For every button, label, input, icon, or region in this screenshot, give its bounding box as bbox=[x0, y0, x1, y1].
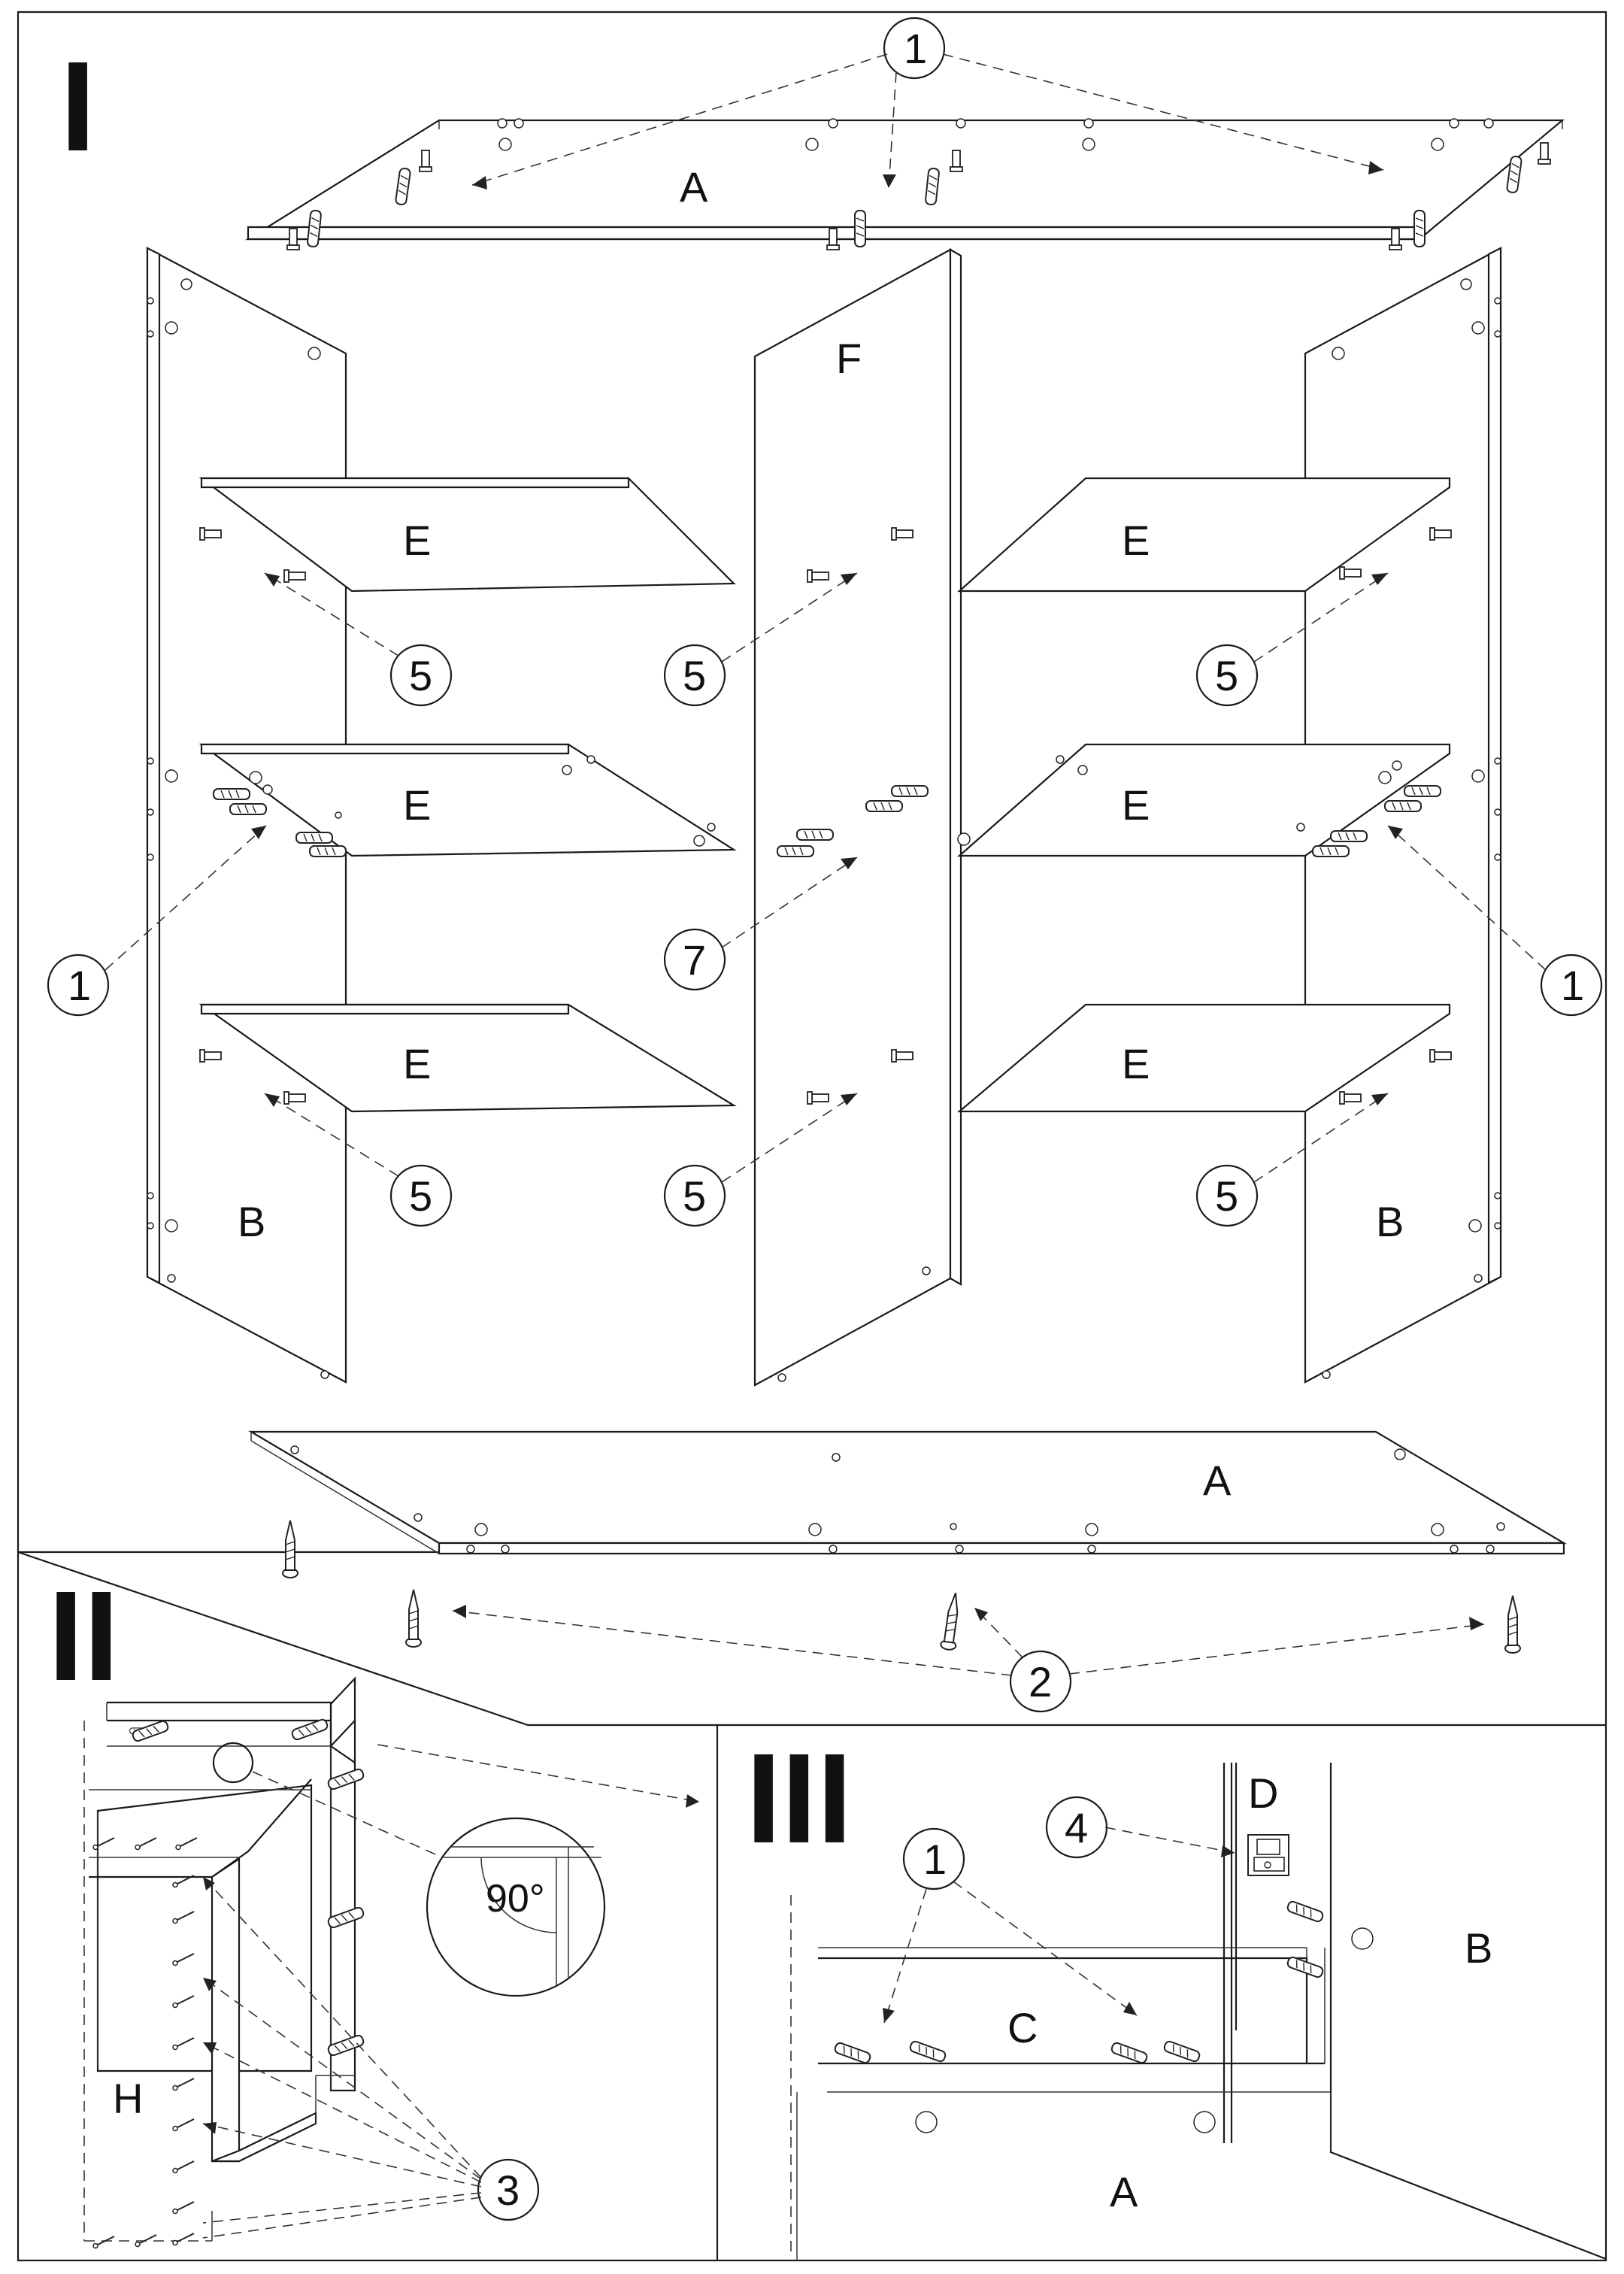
callout-pin-l1[interactable]: 5 bbox=[389, 644, 453, 707]
shelf-label: E bbox=[403, 781, 431, 829]
shelf-label: E bbox=[1122, 1040, 1150, 1087]
arrows-sec3 bbox=[883, 1881, 1138, 2024]
callout-number: 1 bbox=[904, 25, 927, 72]
callout-number: 3 bbox=[496, 2166, 520, 2214]
arrow bbox=[1387, 825, 1547, 971]
arrow bbox=[721, 572, 858, 662]
callout-dowel-sec3[interactable]: 1 bbox=[902, 1827, 965, 1890]
callout-nail[interactable]: 3 bbox=[477, 2158, 540, 2221]
callout-dowel-right[interactable]: 1 bbox=[1540, 954, 1603, 1017]
callout-number: 2 bbox=[1029, 1658, 1052, 1706]
shelf-right-bottom: E bbox=[956, 1003, 1451, 1113]
sec3-bottom-label: A bbox=[1110, 2168, 1138, 2215]
callout-number: 5 bbox=[1215, 652, 1238, 699]
callout-number: 5 bbox=[1215, 1172, 1238, 1220]
callout-hinge[interactable]: 4 bbox=[1045, 1796, 1108, 1859]
arrows-top bbox=[471, 53, 1384, 190]
angle-label: 90° bbox=[486, 1877, 545, 1921]
center-divider: F bbox=[753, 248, 962, 1387]
callout-screw[interactable]: 2 bbox=[1009, 1650, 1072, 1713]
callout-number: 5 bbox=[409, 1172, 432, 1220]
arrow bbox=[105, 825, 267, 971]
shelf-right-mid: E bbox=[957, 743, 1451, 857]
arrow bbox=[252, 1771, 443, 1858]
callout-number: 7 bbox=[683, 936, 706, 984]
shelf-left-bottom: E bbox=[198, 1003, 737, 1113]
right-side-label: B bbox=[1376, 1198, 1404, 1245]
arrow bbox=[1104, 1827, 1235, 1854]
section3-assembly bbox=[790, 1763, 1607, 2260]
callout-number: 4 bbox=[1065, 1804, 1088, 1851]
section-title-1: I bbox=[60, 35, 95, 178]
callout-number: 1 bbox=[1561, 962, 1584, 1009]
rail-dowels bbox=[833, 1900, 1325, 2065]
arrow bbox=[721, 857, 858, 948]
section-title-2: II bbox=[48, 1565, 119, 1708]
shelf-left-mid: E bbox=[198, 743, 737, 857]
callout-dowel-left[interactable]: 1 bbox=[47, 954, 110, 1017]
shelf-label: E bbox=[403, 517, 431, 564]
shelf-right-top: E bbox=[957, 477, 1451, 593]
shelf-left-top: E bbox=[198, 477, 736, 593]
section-title-3: III bbox=[746, 1727, 853, 1870]
arrow bbox=[264, 572, 399, 656]
back-panel-label: H bbox=[113, 2075, 143, 2122]
bottom-panel-label: A bbox=[1203, 1457, 1232, 1504]
sec3-rail-label: C bbox=[1007, 2004, 1038, 2051]
angle-detail: 90° bbox=[426, 1817, 606, 1997]
callout-number: 1 bbox=[923, 1836, 947, 1883]
sec3-door-label: D bbox=[1248, 1769, 1278, 1817]
arrow bbox=[1253, 572, 1389, 662]
callout-connector[interactable]: 7 bbox=[663, 928, 726, 991]
arrows-screw bbox=[452, 1605, 1485, 1676]
callout-pin-c2[interactable]: 5 bbox=[663, 1164, 726, 1227]
left-side-label: B bbox=[238, 1198, 265, 1245]
callout-pin-c1[interactable]: 5 bbox=[663, 644, 726, 707]
bottom-panel: A bbox=[247, 1430, 1568, 1555]
top-panel-label: A bbox=[680, 163, 708, 211]
arrow bbox=[721, 1093, 858, 1183]
arrows-nail bbox=[202, 1876, 482, 2239]
arrow bbox=[377, 1744, 700, 1803]
callout-number: 1 bbox=[68, 962, 91, 1009]
detail-marker bbox=[212, 1742, 254, 1784]
callout-number: 5 bbox=[683, 1172, 706, 1220]
callout-pin-r2[interactable]: 5 bbox=[1195, 1164, 1259, 1227]
arrow bbox=[1253, 1093, 1389, 1183]
back-panel-corner bbox=[83, 1676, 356, 2242]
arrow bbox=[264, 1093, 399, 1177]
sec3-side-label: B bbox=[1465, 1924, 1492, 1972]
callout-number: 5 bbox=[683, 652, 706, 699]
shelf-label: E bbox=[403, 1040, 431, 1087]
callout-number: 5 bbox=[409, 652, 432, 699]
hinge bbox=[1247, 1834, 1289, 1876]
top-panel: A bbox=[245, 118, 1565, 241]
shelf-label: E bbox=[1122, 781, 1150, 829]
callout-dowel-top[interactable]: 1 bbox=[883, 17, 946, 80]
callout-pin-r1[interactable]: 5 bbox=[1195, 644, 1259, 707]
divider-label: F bbox=[836, 335, 862, 382]
shelf-label: E bbox=[1122, 517, 1150, 564]
callout-pin-l2[interactable]: 5 bbox=[389, 1164, 453, 1227]
